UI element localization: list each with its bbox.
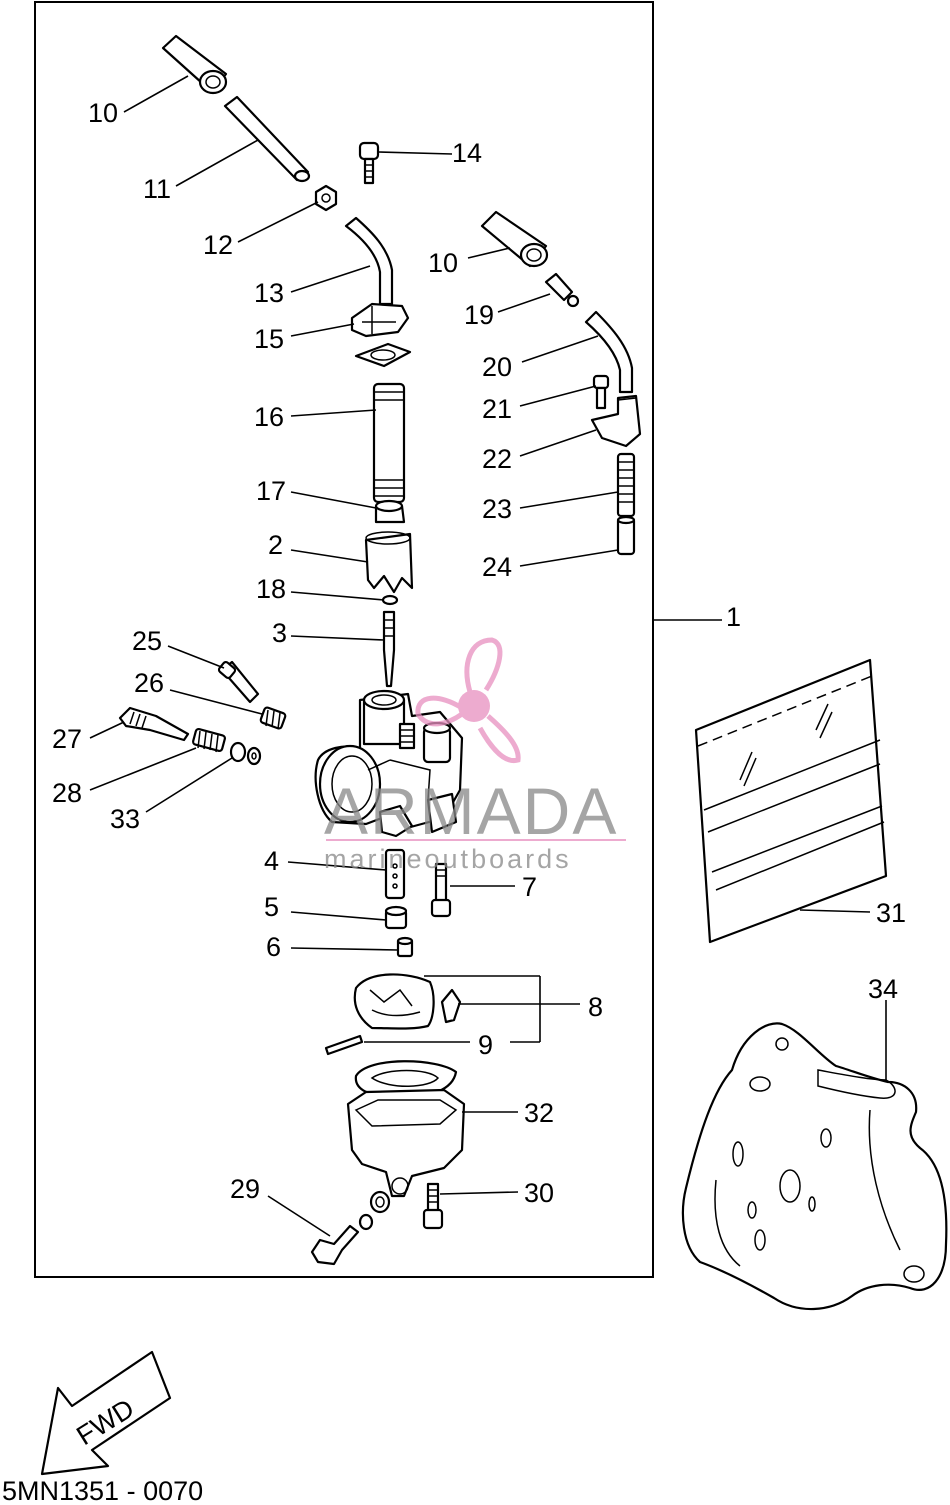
part-30-screw (422, 1182, 444, 1230)
callout-24: 24 (482, 552, 512, 582)
part-23-spring (616, 452, 636, 518)
part-17-retainer (374, 499, 406, 524)
callout-26: 26 (134, 668, 164, 698)
part-13-cable-pipe (344, 216, 394, 306)
propeller-blade-top (464, 637, 503, 693)
diagram-code: 5MN1351 - 0070 (2, 1476, 203, 1505)
callout-5: 5 (264, 892, 279, 922)
callout-11: 11 (143, 174, 171, 204)
part-15-gasket (354, 342, 412, 368)
callout-10: 10 (88, 98, 118, 128)
part-29-drain-screw (310, 1190, 391, 1266)
callout-27: 27 (52, 724, 82, 754)
callout-33: 33 (110, 804, 140, 834)
callout-10-right: 10 (428, 248, 458, 278)
callout-14: 14 (452, 138, 482, 168)
part-14-screw (358, 141, 380, 185)
callout-30: 30 (524, 1178, 554, 1208)
part-26-spring (259, 706, 287, 730)
callout-4: 4 (264, 846, 279, 876)
callout-2: 2 (268, 530, 283, 560)
part-25-screw (217, 660, 260, 704)
callout-17: 17 (256, 476, 286, 506)
part-21-screw (592, 374, 610, 410)
part-24-plunger (616, 515, 636, 556)
part-8-float (353, 973, 462, 1030)
part-34-cover (681, 1022, 948, 1311)
callout-16: 16 (254, 402, 284, 432)
part-15-top-cap (350, 302, 410, 338)
callout-19: 19 (464, 300, 494, 330)
part-12-nut (314, 184, 338, 212)
part-16-spring (372, 382, 406, 504)
part-10-cap-right (480, 210, 549, 268)
callout-28: 28 (52, 778, 82, 808)
part-32-float-chamber (346, 1088, 466, 1198)
part-28-spring (192, 727, 226, 753)
callout-31: 31 (876, 898, 906, 928)
part-3-needle (382, 610, 396, 688)
callout-29: 29 (230, 1174, 260, 1204)
callout-9: 9 (478, 1030, 493, 1060)
leader-lines (89, 75, 887, 1237)
callout-32: 32 (524, 1098, 554, 1128)
callout-20: 20 (482, 352, 512, 382)
part-6-jet (396, 936, 414, 958)
propeller-hub (458, 690, 490, 722)
callout-8: 8 (588, 992, 603, 1022)
callout-1: 1 (726, 602, 741, 632)
part-20-pipe (584, 310, 634, 394)
part-10-cap-left (161, 34, 228, 95)
callout-15: 15 (254, 324, 284, 354)
callout-13: 13 (254, 278, 284, 308)
part-31-repair-kit-bag (694, 658, 888, 944)
callout-7: 7 (522, 872, 537, 902)
callout-23: 23 (482, 494, 512, 524)
callout-21: 21 (482, 394, 512, 424)
callout-25: 25 (132, 626, 162, 656)
callout-12: 12 (203, 230, 233, 260)
callout-6: 6 (266, 932, 281, 962)
part-19-adjuster (544, 272, 580, 308)
watermark-brand: ARMADA (324, 774, 618, 848)
carburetor-body (314, 689, 464, 838)
part-27-air-screw (118, 706, 190, 742)
propeller-blade-left (415, 695, 464, 727)
callout-labels: 10 11 12 13 14 15 16 17 2 18 3 25 26 27 … (52, 98, 906, 1208)
part-7-bolt (430, 862, 452, 918)
watermark-tagline: marineoutboards (324, 844, 572, 874)
assembly-box (34, 1, 654, 1278)
callout-18: 18 (256, 574, 286, 604)
part-4-jet-holder (384, 848, 406, 900)
part-11-tube (223, 95, 311, 183)
watermark: ARMADA marineoutboards (324, 637, 626, 874)
propeller-logo-icon (415, 637, 521, 764)
part-18-clip (381, 594, 399, 606)
part-9-pin (324, 1034, 364, 1056)
propeller-blade-right (477, 714, 521, 764)
callout-3: 3 (272, 618, 287, 648)
callout-34: 34 (868, 974, 898, 1004)
fwd-arrow-icon (40, 1350, 172, 1476)
part-5-jet (384, 905, 408, 930)
part-22-bracket (590, 394, 642, 448)
part-2-throttle-valve (364, 531, 414, 594)
part-33-washers (229, 741, 262, 766)
callout-22: 22 (482, 444, 512, 474)
